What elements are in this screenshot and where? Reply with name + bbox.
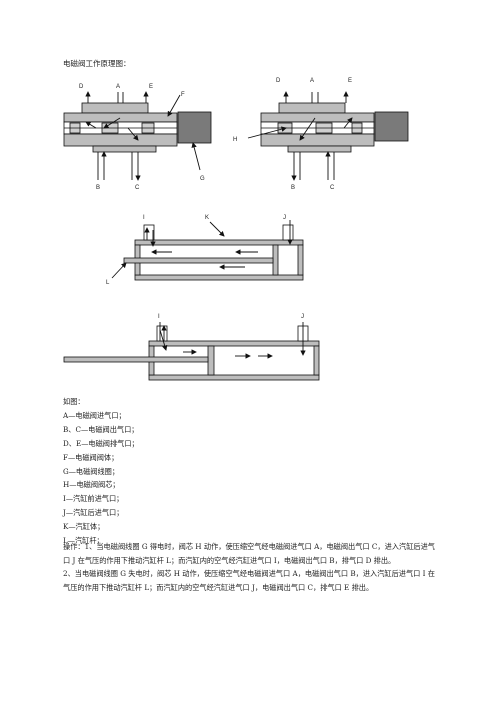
cylinder-bottom-lower-wall <box>148 374 320 381</box>
operation-step-2: 2、当电磁阀线圈 G 失电时，阀芯 H 动作，使压缩空气经电磁阀进气口 A，电磁… <box>63 569 435 592</box>
valve-left-top-body <box>63 112 178 123</box>
cylinder-top <box>123 224 304 281</box>
valve-right-bottom-body <box>260 133 375 147</box>
cylinder-bottom-rear-cap <box>313 345 320 376</box>
valve-left-top-cap <box>81 102 149 114</box>
port-J-top <box>282 224 294 241</box>
cylinder-bottom-piston <box>207 345 215 376</box>
valve-left-ports <box>85 91 201 181</box>
cylinder-top-piston <box>272 244 279 276</box>
legend-item: D、E—电磁阀排气口； <box>63 438 139 448</box>
label-D-left: D <box>79 84 84 90</box>
legend-item: L—汽缸杆； <box>63 536 104 546</box>
label-H: H <box>233 137 237 143</box>
label-B-left: B <box>96 185 100 191</box>
valve-left-bottom-cap <box>92 145 157 153</box>
legend-item: F—电磁阀阀体； <box>63 452 119 462</box>
label-D-right: D <box>276 78 281 84</box>
legend-item: H—电磁阀阀芯； <box>63 480 120 490</box>
legend-item: J—汽缸后进气口； <box>63 508 124 518</box>
label-L: L <box>106 280 110 286</box>
cylinder-top-upper-wall <box>134 239 304 246</box>
label-C-left: C <box>135 185 140 191</box>
cylinder-top-rod <box>123 257 274 264</box>
operation-text: 操作：1、当电磁阀线圈 G 得电时，阀芯 H 动作，使压缩空气经电磁阀进气口 A… <box>63 540 435 594</box>
label-E-right: E <box>348 78 352 84</box>
valve-right-top-cap <box>278 102 346 114</box>
legend: 如图： A—电磁阀进气口； B、C—电磁阀出气口； D、E—电磁阀排气口； F—… <box>63 395 443 548</box>
valve-left-coil <box>177 111 212 144</box>
label-J-bottom: J <box>301 314 304 320</box>
label-B-right: B <box>291 185 295 191</box>
valve-left <box>63 102 212 153</box>
label-I-top: I <box>143 215 145 221</box>
label-K: K <box>205 215 209 221</box>
legend-item: I—汽缸前进气口； <box>63 494 124 504</box>
cylinder-bottom <box>63 325 320 381</box>
cylinder-bottom-rod <box>63 356 209 363</box>
label-F: F <box>181 92 185 98</box>
legend-item: K—汽缸体； <box>63 522 105 532</box>
label-G: G <box>200 176 205 182</box>
valve-right <box>260 102 409 153</box>
legend-item: G—电磁阀线圈； <box>63 466 120 476</box>
valve-left-bottom-body <box>63 133 178 147</box>
label-E-left: E <box>149 84 153 90</box>
cylinder-top-lower-wall <box>134 274 304 281</box>
label-C-right: C <box>330 185 335 191</box>
legend-item: A—电磁阀进气口； <box>63 410 126 420</box>
label-A-left: A <box>116 84 120 90</box>
cylinder-top-rear-cap <box>297 244 304 276</box>
port-I-top <box>143 224 155 241</box>
label-A-right: A <box>310 78 314 84</box>
valve-right-top-body <box>260 112 375 123</box>
label-J-top: J <box>283 215 286 221</box>
legend-intro: 如图： <box>63 397 85 406</box>
port-I-bottom <box>156 325 168 342</box>
valve-right-coil <box>374 111 409 142</box>
operation-step-1: 操作：1、当电磁阀线圈 G 得电时，阀芯 H 动作，使压缩空气经电磁阀进气口 A… <box>63 542 435 565</box>
cylinder-bottom-upper-wall <box>148 340 320 347</box>
valve-right-bottom-cap <box>287 145 352 153</box>
label-I-bottom: I <box>158 314 160 320</box>
page-title: 电磁阀工作原理图： <box>63 59 131 68</box>
valve-right-ports <box>247 91 353 181</box>
legend-item: B、C—电磁阀出气口； <box>63 424 139 434</box>
solenoid-valve-diagram: D A E F B C G D A E H B C <box>63 78 409 381</box>
